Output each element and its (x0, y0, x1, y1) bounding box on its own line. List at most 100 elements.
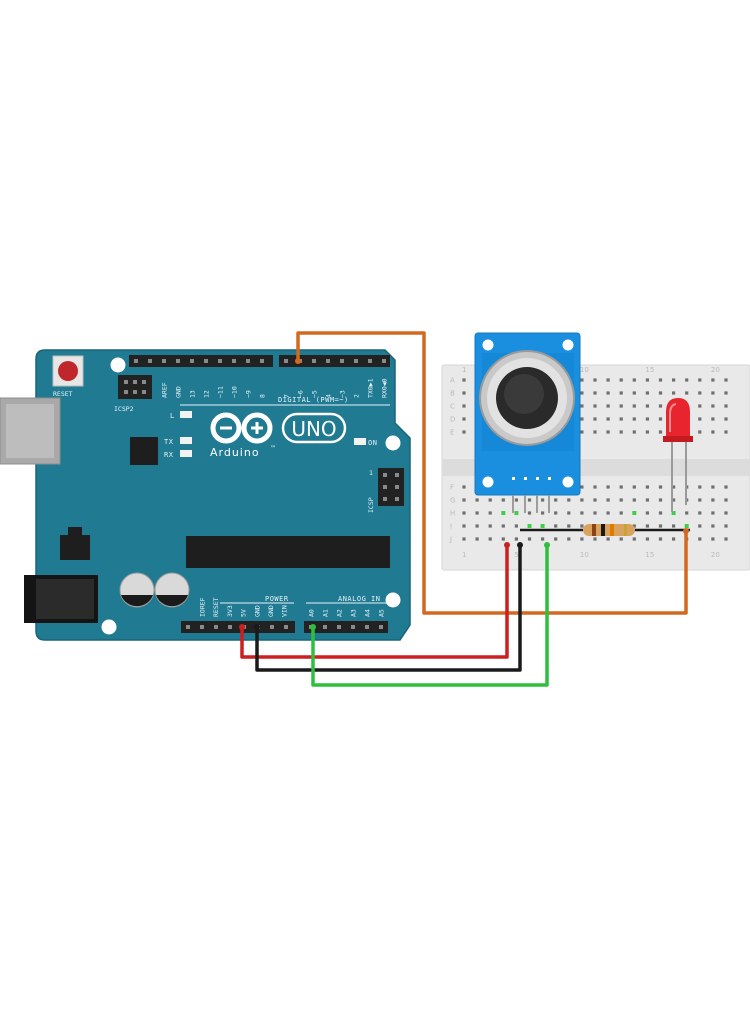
breadboard-hole (501, 498, 505, 502)
breadboard-hole (462, 430, 466, 434)
header-pin (134, 359, 138, 363)
digital-pin-label: GND (175, 386, 183, 398)
digital-pin-label: TX0▶1 (367, 378, 375, 398)
breadboard-row-label: E (450, 429, 454, 437)
digital-pin-label: ~3 (339, 390, 347, 398)
power-header (181, 621, 295, 633)
breadboard-hole (685, 378, 689, 382)
breadboard-hole (698, 391, 702, 395)
digital-header (129, 355, 390, 367)
breadboard-hole (554, 498, 558, 502)
breadboard-hole (554, 537, 558, 541)
breadboard-hole (606, 498, 610, 502)
breadboard-hole-active (501, 511, 506, 515)
header-pin (246, 359, 250, 363)
header-pin (124, 390, 128, 394)
breadboard-hole (672, 485, 676, 489)
digital-label: DIGITAL (PWM=~) (278, 396, 349, 404)
breadboard-column-number: 20 (711, 551, 720, 559)
breadboard-hole (619, 378, 623, 382)
dc-power-jack (24, 575, 98, 623)
breadboard-column-number: 5 (514, 551, 518, 559)
breadboard-hole (632, 391, 636, 395)
breadboard-hole (724, 498, 728, 502)
breadboard-hole (580, 404, 584, 408)
breadboard-column-number: 10 (580, 551, 589, 559)
breadboard-hole (527, 498, 532, 502)
breadboard-hole (724, 537, 728, 541)
breadboard-hole (698, 404, 702, 408)
model-label: UNO (291, 417, 336, 441)
breadboard-hole (462, 417, 466, 421)
breadboard-hole (698, 511, 702, 515)
breadboard-hole (501, 524, 505, 528)
breadboard-hole (645, 511, 649, 515)
breadboard-hole (672, 391, 676, 395)
header-pin (395, 485, 399, 489)
reset-button[interactable] (52, 355, 84, 387)
breadboard-hole (567, 524, 571, 528)
digital-pin-label: ~5 (311, 390, 319, 398)
header-pin (284, 625, 288, 629)
breadboard-hole (711, 430, 715, 434)
on-label: ON (368, 439, 377, 447)
analog-pin-label: A1 (322, 609, 330, 617)
breadboard-hole (698, 498, 702, 502)
breadboard-hole (462, 485, 466, 489)
breadboard-hole (698, 417, 702, 421)
breadboard-hole (619, 404, 623, 408)
breadboard-hole (711, 498, 715, 502)
breadboard-row-label: J (449, 536, 452, 544)
breadboard-hole (462, 537, 466, 541)
breadboard-hole (541, 511, 545, 515)
breadboard-row-label: D (450, 416, 455, 424)
digital-pin-label: ~6 (297, 390, 305, 398)
breadboard-hole (580, 511, 584, 515)
module-mounting-hole (562, 339, 574, 351)
breadboard-hole (724, 485, 728, 489)
power-pin-label: 3V3 (226, 605, 234, 617)
breadboard-hole (685, 511, 689, 515)
breadboard-hole (711, 485, 715, 489)
breadboard-hole (593, 417, 597, 421)
breadboard-hole (606, 511, 610, 515)
breadboard-hole (619, 498, 623, 502)
led-tx-label: TX (164, 438, 174, 446)
capacitor (119, 572, 155, 608)
brand-label: Arduino (210, 446, 260, 459)
wire-5v (240, 545, 509, 659)
module-mounting-hole (482, 476, 494, 488)
breadboard-hole (488, 498, 492, 502)
breadboard-hole (658, 430, 663, 434)
header-pin (186, 625, 190, 629)
breadboard-hole (527, 537, 532, 541)
breadboard-hole (606, 430, 610, 434)
breadboard-hole (593, 430, 597, 434)
breadboard-hole (645, 537, 649, 541)
digital-pin-label: ~9 (245, 390, 253, 398)
power-pin-label: IOREF (199, 597, 207, 617)
breadboard-hole (658, 485, 663, 489)
breadboard-hole (501, 537, 505, 541)
header-pin (383, 485, 387, 489)
breadboard-hole-active (540, 524, 545, 528)
breadboard-hole (711, 524, 715, 528)
breadboard-hole (632, 537, 636, 541)
digital-pin-label: AREF (161, 382, 169, 398)
digital-pin-label: 8 (259, 394, 267, 398)
breadboard-hole (632, 378, 636, 382)
icsp-number: 1 (369, 469, 373, 477)
header-pin (260, 359, 264, 363)
breadboard-hole (724, 524, 728, 528)
breadboard-hole (580, 537, 584, 541)
breadboard-hole (606, 404, 610, 408)
header-pin (379, 625, 383, 629)
breadboard-hole (711, 404, 715, 408)
digital-pin-label: 4 (325, 394, 333, 398)
header-pin (142, 380, 146, 384)
breadboard-hole (724, 378, 728, 382)
uno-badge: UNO (281, 412, 347, 444)
breadboard-hole (554, 524, 558, 528)
